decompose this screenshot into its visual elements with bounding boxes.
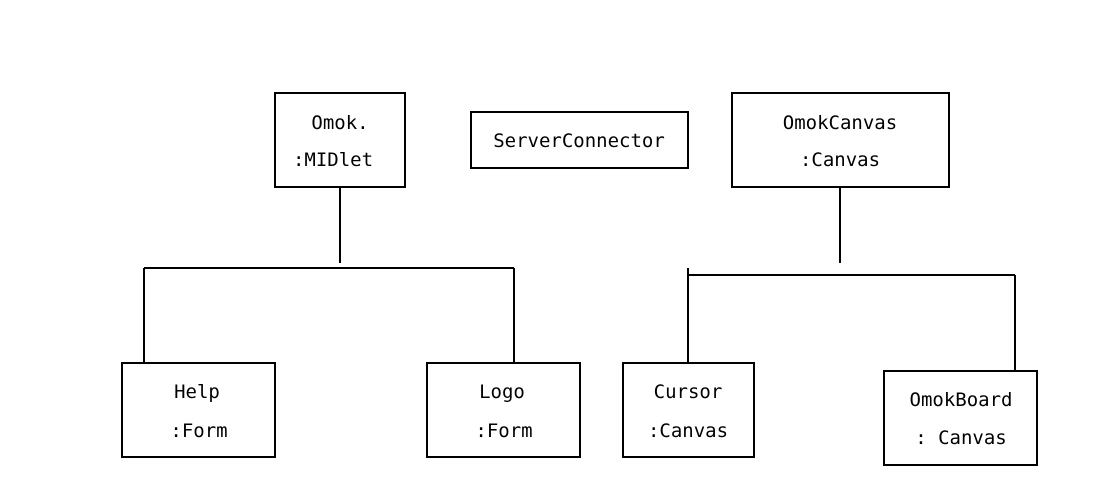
node-omok-name: Omok. (311, 112, 368, 134)
node-omok-board-type: : Canvas (915, 427, 1007, 449)
node-server-connector: ServerConnector (470, 111, 689, 169)
edge-omok-canvas-children (687, 187, 1016, 371)
node-omok-canvas: OmokCanvas :Canvas (731, 92, 950, 188)
node-omok-board-box (883, 370, 1038, 466)
node-server-connector-name: ServerConnector (493, 130, 665, 152)
node-help-type: :Form (170, 420, 227, 442)
node-help-box (121, 362, 276, 458)
node-cursor-name: Cursor (654, 381, 723, 403)
node-logo-box (426, 362, 581, 458)
node-help: Help :Form (121, 362, 276, 458)
node-logo-type: :Form (475, 420, 532, 442)
node-logo-name: Logo (479, 381, 525, 403)
node-omok: Omok. :MIDlet (274, 92, 406, 188)
edge-omok-children (143, 187, 515, 363)
node-omok-box (274, 92, 406, 188)
node-cursor-type: :Canvas (648, 420, 728, 442)
node-omok-canvas-type: :Canvas (800, 149, 880, 171)
node-cursor-box (622, 362, 755, 458)
node-server-connector-box (470, 111, 689, 169)
node-help-name: Help (174, 381, 220, 403)
node-omok-canvas-box (731, 92, 950, 188)
node-omok-board-name: OmokBoard (910, 389, 1013, 411)
node-omok-type: :MIDlet (293, 149, 373, 171)
node-logo: Logo :Form (426, 362, 581, 458)
node-omok-canvas-name: OmokCanvas (783, 112, 897, 134)
node-omok-board: OmokBoard : Canvas (883, 370, 1038, 466)
node-cursor: Cursor :Canvas (622, 362, 755, 458)
